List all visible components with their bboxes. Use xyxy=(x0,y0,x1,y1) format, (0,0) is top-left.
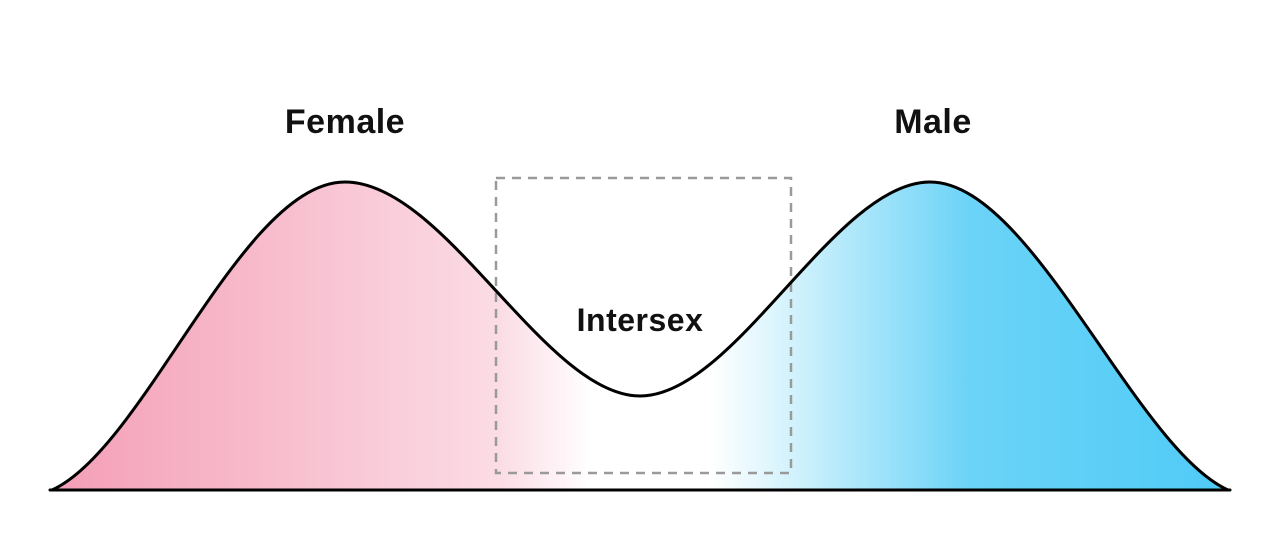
male-label: Male xyxy=(894,103,972,141)
intersex-region-box xyxy=(494,176,793,475)
female-label: Female xyxy=(285,103,405,141)
intersex-label: Intersex xyxy=(577,302,704,338)
distribution-curve xyxy=(50,180,1230,492)
distribution-fill-area xyxy=(52,182,1228,490)
